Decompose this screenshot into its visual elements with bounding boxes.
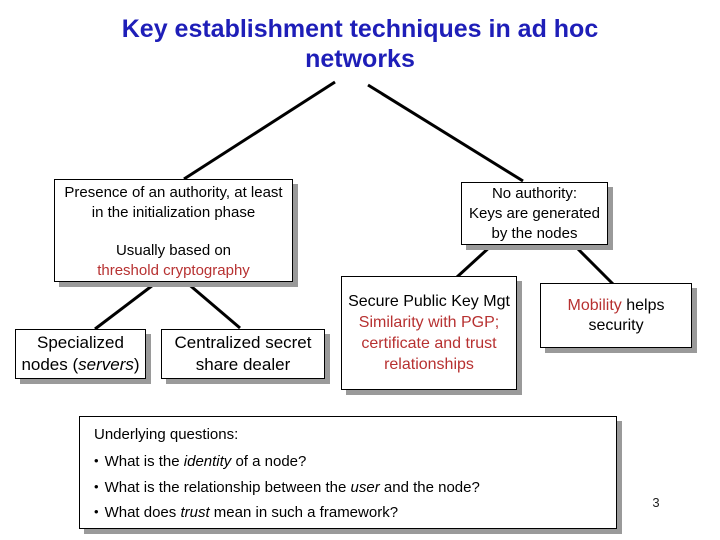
- edge-presence-to-centralized: [185, 280, 241, 330]
- noauth-line3: by the nodes: [491, 224, 578, 242]
- slide-title: Key establishment techniques in ad hoc n…: [0, 14, 720, 74]
- presence-line4-threshold: threshold cryptography: [97, 262, 250, 279]
- question-item-trust: • What does trust mean in such a framewor…: [94, 502, 398, 528]
- q2-prefix: What is the relationship between the: [104, 478, 351, 496]
- question-item-identity: • What is the identity of a node?: [94, 451, 306, 477]
- questions-box: Underlying questions: • What is the ident…: [79, 416, 617, 529]
- edge-noauthority-to-secure: [455, 243, 494, 279]
- q2-user: user: [350, 478, 380, 496]
- q3-prefix: What does: [104, 504, 181, 522]
- specialized-line2: nodes (servers): [21, 354, 139, 376]
- presence-line3: Usually based on: [115, 242, 232, 259]
- secure-line4: relationships: [384, 356, 474, 373]
- specialized-line2-servers: servers: [78, 355, 134, 374]
- presence-authority-box: Presence of an authority, at least in th…: [54, 179, 293, 282]
- noauth-line2: Keys are generated: [469, 204, 600, 222]
- specialized-line1: Specialized: [37, 333, 124, 352]
- q1-suffix: of a node?: [231, 452, 307, 470]
- noauth-line1: No authority:: [491, 184, 578, 202]
- questions-heading: Underlying questions:: [94, 426, 239, 443]
- bullet-icon: •: [94, 478, 99, 494]
- secure-line3: certificate and trust: [361, 335, 497, 352]
- secure-line2: Similarity with PGP;: [358, 314, 500, 331]
- q3-suffix: mean in such a framework?: [209, 504, 399, 522]
- page-number: 3: [652, 495, 660, 510]
- no-authority-box: No authority: Keys are generated by the …: [461, 182, 608, 245]
- edge-title-to-presence: [183, 80, 336, 181]
- specialized-line2-prefix: nodes (: [21, 355, 79, 374]
- mobility-rest: helps: [621, 296, 665, 314]
- presence-line2: in the initialization phase: [91, 204, 256, 221]
- specialized-nodes-box: Specialized nodes (servers): [15, 329, 146, 379]
- bullet-icon: •: [94, 504, 99, 520]
- specialized-line2-suffix: ): [133, 355, 140, 374]
- q1-identity: identity: [183, 452, 232, 470]
- centralized-line2: share dealer: [195, 355, 291, 374]
- centralized-dealer-box: Centralized secret share dealer: [161, 329, 325, 379]
- bullet-icon: •: [94, 452, 99, 468]
- secure-public-key-mgt-box: Secure Public Key Mgt Similarity with PG…: [341, 276, 517, 390]
- q2-suffix: and the node?: [379, 478, 480, 496]
- secure-line1: Secure Public Key Mgt: [348, 293, 510, 310]
- presence-line1: Presence of an authority, at least: [64, 184, 283, 201]
- question-item-relationship: • What is the relationship between the us…: [94, 477, 480, 503]
- mobility-line2: security: [588, 316, 644, 334]
- slide-title-line2: networks: [305, 45, 415, 73]
- q3-trust: trust: [180, 504, 210, 522]
- edge-noauthority-to-mobility: [572, 243, 615, 286]
- edge-title-to-no-authority: [367, 83, 524, 183]
- mobility-word: Mobility: [567, 296, 622, 314]
- edge-presence-to-specialized: [94, 280, 158, 331]
- slide-title-line1: Key establishment techniques in ad hoc: [121, 15, 599, 43]
- centralized-line1: Centralized secret: [174, 333, 312, 352]
- mobility-line1: Mobility helps: [568, 296, 665, 316]
- q1-prefix: What is the: [104, 452, 184, 470]
- mobility-box: Mobility helps security: [540, 283, 692, 348]
